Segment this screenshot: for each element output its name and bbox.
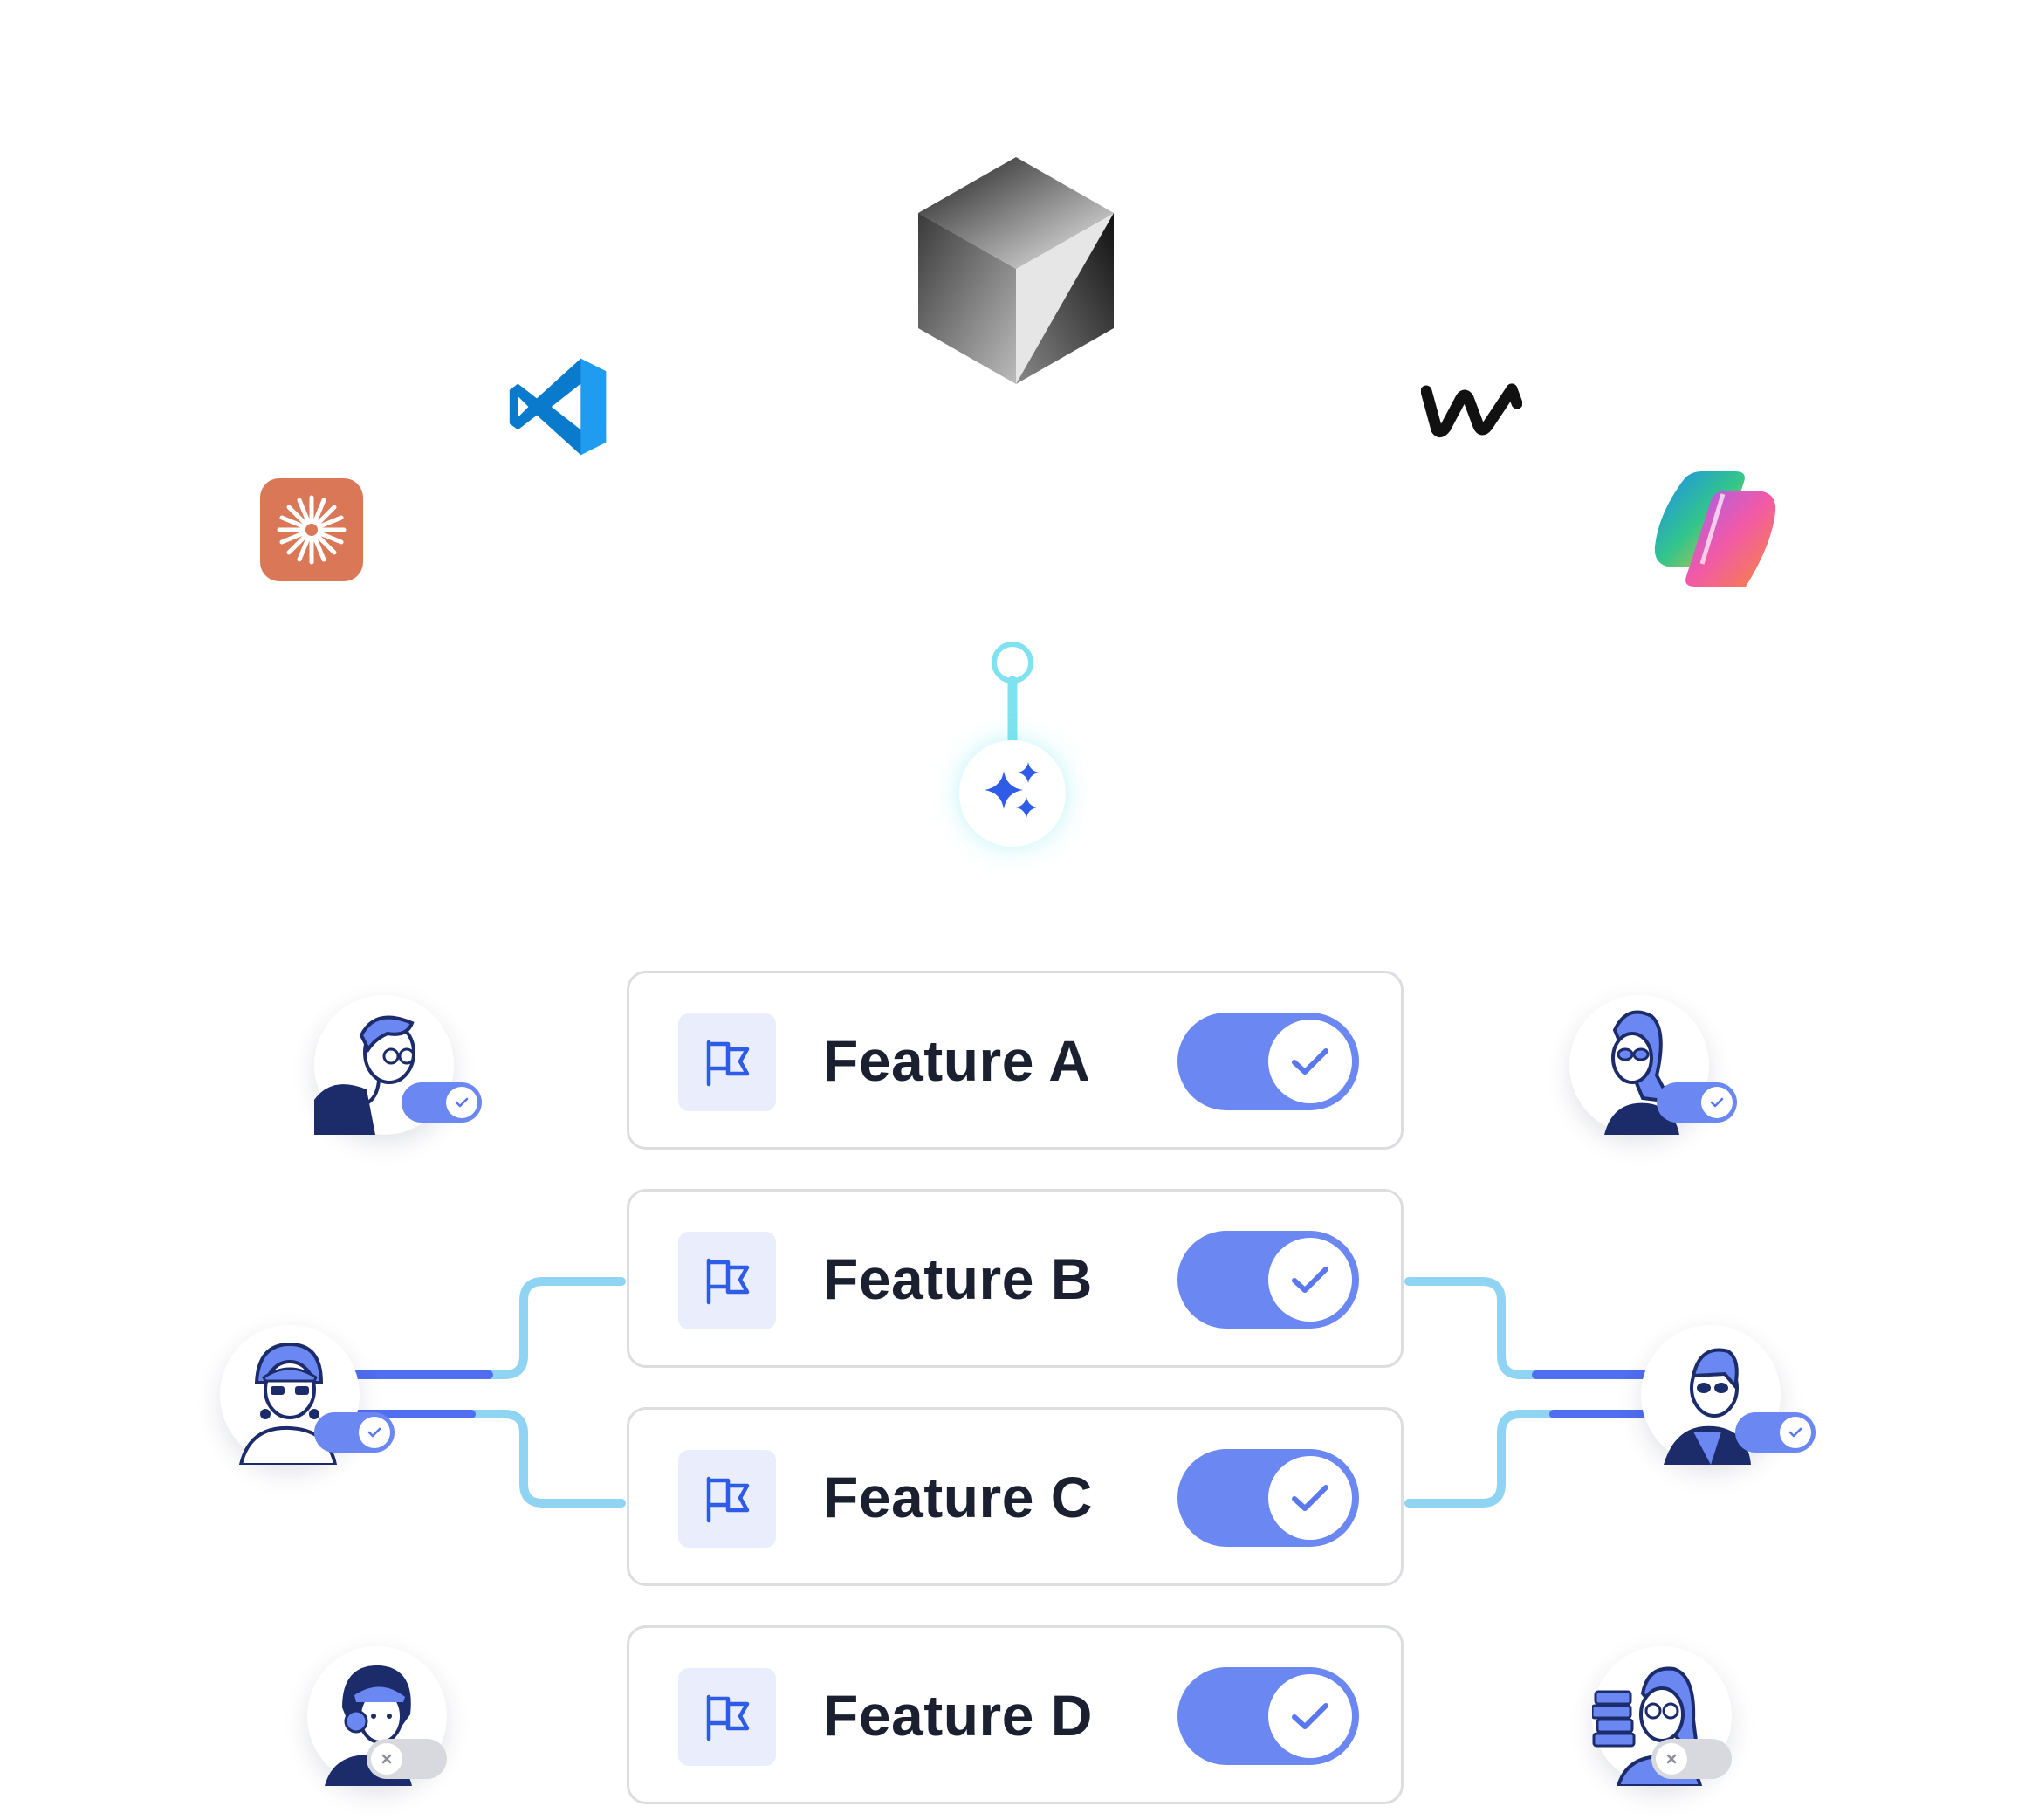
claude-logo: [260, 478, 363, 581]
user-toggle-right-bc[interactable]: [1735, 1412, 1816, 1453]
check-icon: [1292, 1485, 1328, 1511]
vscode-logo: [509, 358, 607, 456]
user-toggle-left-a[interactable]: [402, 1082, 482, 1123]
person-icon: [314, 1015, 415, 1135]
toggle-knob: [1268, 1456, 1352, 1540]
flag-icon-box: [678, 1013, 776, 1111]
windsurf-logo: [1421, 383, 1522, 438]
check-icon: [367, 1427, 381, 1438]
feature-card-a: Feature A: [627, 971, 1404, 1150]
flag-icon-box: [678, 1450, 776, 1548]
x-icon: [381, 1754, 392, 1764]
mini-toggle-knob: [1780, 1417, 1811, 1448]
check-icon: [1292, 1048, 1328, 1075]
feature-b-toggle[interactable]: [1177, 1231, 1359, 1329]
feature-card-d: Feature D: [627, 1625, 1404, 1804]
check-icon: [1292, 1703, 1328, 1729]
user-avatar-left-a: [314, 995, 482, 1135]
user-toggle-right-a[interactable]: [1657, 1082, 1737, 1123]
toggle-knob: [1268, 1020, 1352, 1103]
mini-toggle-knob: [446, 1087, 477, 1118]
feature-d-toggle[interactable]: [1177, 1667, 1359, 1765]
line-user-right-b: [1404, 1277, 1649, 1379]
toggle-knob: [1268, 1238, 1352, 1322]
flag-icon-box: [678, 1232, 776, 1329]
feature-label: Feature A: [823, 1027, 1091, 1093]
mini-toggle-knob: [359, 1417, 390, 1448]
copilot-logo: [1654, 471, 1776, 587]
check-icon: [1292, 1267, 1328, 1293]
line-user-right-c: [1404, 1410, 1649, 1508]
line-user-left-c: [352, 1410, 626, 1508]
sparkles-icon: [985, 762, 1039, 818]
feature-label: Feature D: [823, 1682, 1093, 1748]
user-avatar-right-bc: [1641, 1325, 1816, 1465]
feature-label: Feature B: [823, 1246, 1093, 1311]
check-icon: [1788, 1427, 1802, 1438]
spine-node: [992, 642, 1033, 683]
mini-toggle-knob: [371, 1743, 402, 1775]
user-avatar-right-a: [1569, 995, 1737, 1135]
feature-c-toggle[interactable]: [1177, 1449, 1359, 1547]
flag-icon-box: [678, 1668, 776, 1766]
check-icon: [1710, 1097, 1724, 1108]
mini-toggle-knob: [1656, 1743, 1687, 1775]
user-avatar-left-bc: [220, 1325, 395, 1465]
user-toggle-right-d[interactable]: [1651, 1739, 1732, 1779]
user-avatar-left-d: [307, 1646, 447, 1786]
feature-card-c: Feature C: [627, 1407, 1404, 1586]
mini-toggle-knob: [1701, 1087, 1733, 1118]
feature-card-b: Feature B: [627, 1189, 1404, 1368]
x-icon: [1666, 1754, 1677, 1764]
feature-label: Feature C: [823, 1464, 1093, 1529]
flag-icon: [706, 1258, 750, 1305]
person-icon: [1604, 1010, 1679, 1135]
line-user-left-b: [352, 1277, 626, 1379]
person-icon: [325, 1665, 412, 1786]
toggle-knob: [1268, 1674, 1352, 1758]
user-toggle-left-bc[interactable]: [314, 1412, 395, 1453]
user-avatar-right-d: [1592, 1646, 1732, 1786]
check-icon: [455, 1097, 469, 1108]
feature-a-toggle[interactable]: [1177, 1013, 1359, 1110]
flag-icon: [706, 1040, 750, 1087]
person-icon: [1664, 1348, 1751, 1465]
flag-icon: [706, 1694, 750, 1741]
flag-icon: [706, 1476, 750, 1523]
ai-sparkle-node: [959, 740, 1066, 847]
cube-logo: [918, 157, 1114, 384]
user-toggle-left-d[interactable]: [367, 1739, 447, 1779]
